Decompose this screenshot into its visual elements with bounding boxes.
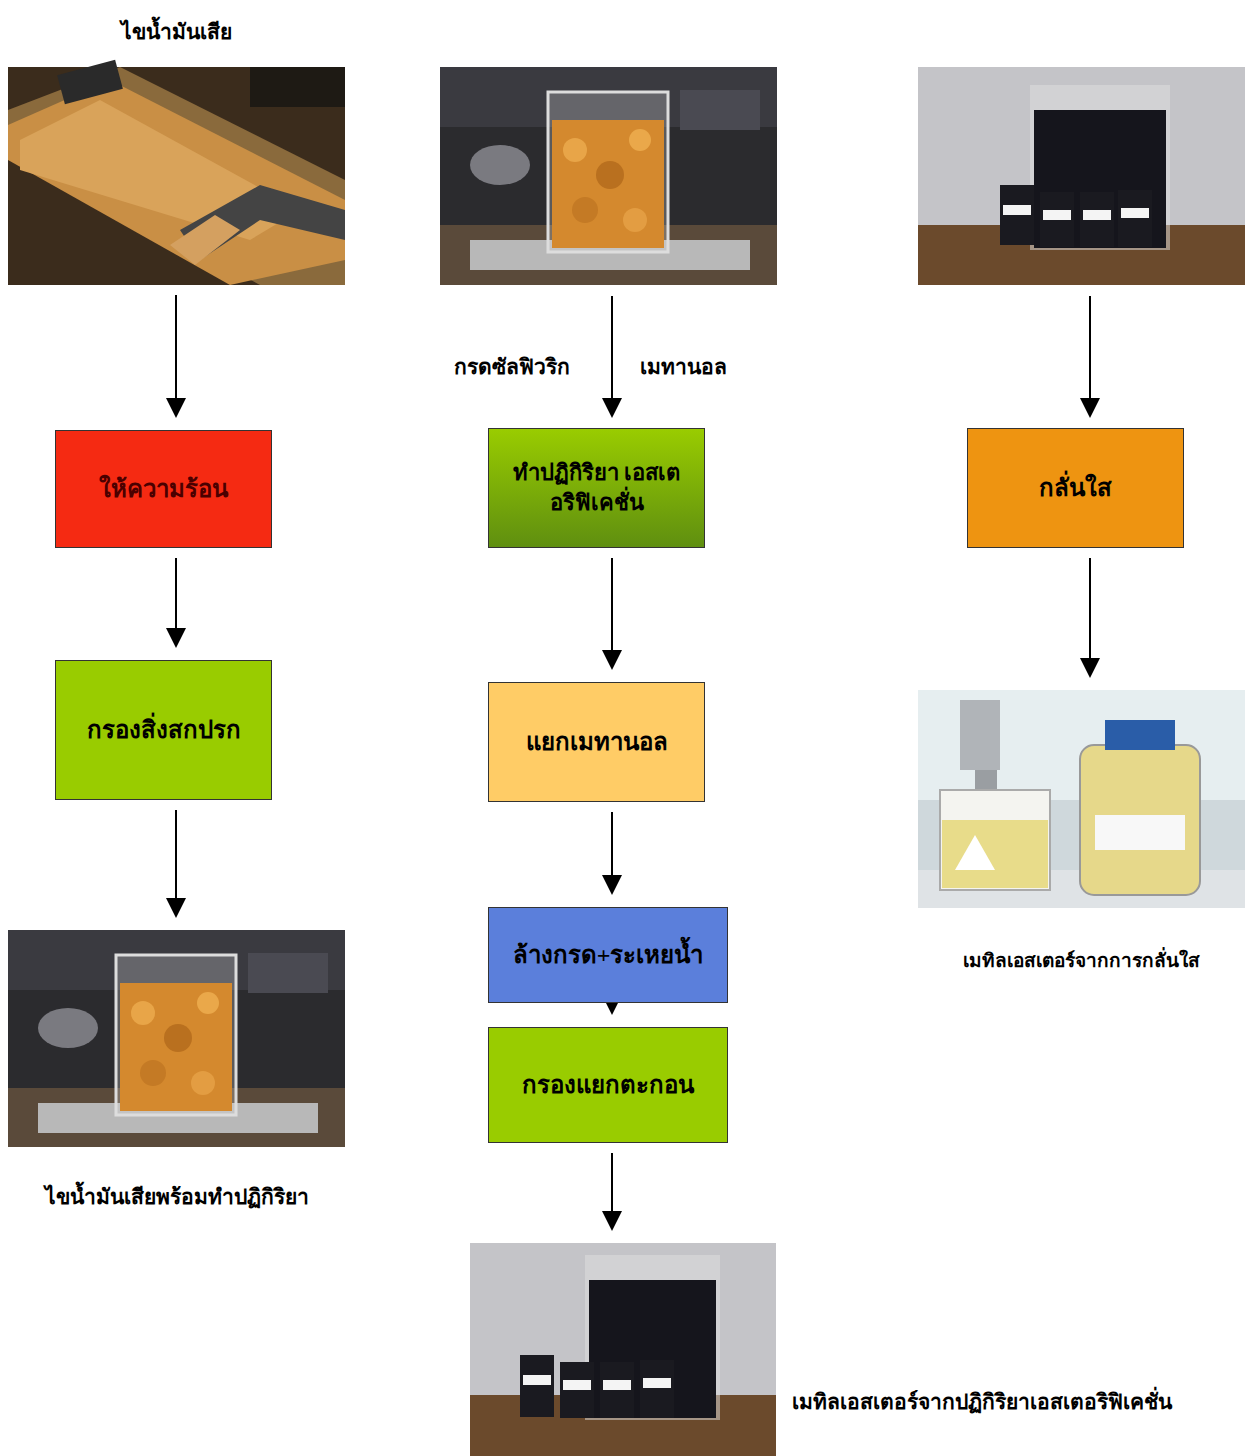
input-label: กรดซัลฟิวริก bbox=[452, 350, 572, 383]
flow-arrow bbox=[602, 558, 622, 670]
dark-ester-photo bbox=[918, 67, 1245, 285]
box-text: กลั่นใส bbox=[1039, 472, 1112, 504]
process-box: ให้ความร้อน bbox=[55, 430, 272, 548]
box-text: กรองสิ่งสกปรก bbox=[87, 714, 241, 746]
arrow-head bbox=[602, 875, 622, 895]
process-box: แยกเมทานอล bbox=[488, 682, 705, 802]
process-box: กรองแยกตะกอน bbox=[488, 1027, 728, 1143]
photo-caption: เมทิลเอสเตอร์จากการกลั่นใส bbox=[908, 945, 1252, 975]
grease-beaker-photo bbox=[8, 930, 345, 1147]
flow-arrow bbox=[166, 810, 186, 918]
clear-ester-photo bbox=[918, 690, 1245, 908]
process-box: กลั่นใส bbox=[967, 428, 1184, 548]
arrow-head bbox=[1080, 658, 1100, 678]
box-text: แยกเมทานอล bbox=[526, 726, 668, 758]
input-label: เมทานอล bbox=[638, 350, 729, 383]
grease-trough-photo bbox=[8, 60, 345, 285]
photo-frame: เมทิลเอสเตอร์จากการกลั่นใส bbox=[918, 690, 1245, 908]
flow-arrow bbox=[166, 295, 186, 418]
process-box: ล้างกรด+ระเหยน้ำ bbox=[488, 907, 728, 1003]
arrow-head bbox=[602, 1211, 622, 1231]
arrow-head bbox=[166, 398, 186, 418]
box-text: ทำปฏิกิริยา เอสเตอริฟิเคชั่น bbox=[509, 458, 684, 517]
process-box: ทำปฏิกิริยา เอสเตอริฟิเคชั่น bbox=[488, 428, 705, 548]
arrow-head bbox=[602, 650, 622, 670]
arrow-line bbox=[611, 558, 613, 652]
arrow-line bbox=[175, 558, 177, 630]
photo-caption: เมทิลเอสเตอร์จากปฏิกิริยาเอสเตอริฟิเคชั่… bbox=[792, 1385, 1242, 1418]
flow-arrow bbox=[602, 296, 1100, 418]
box-text: ให้ความร้อน bbox=[99, 473, 228, 505]
process-box: กรองสิ่งสกปรก bbox=[55, 660, 272, 800]
flow-arrow bbox=[602, 812, 622, 895]
dark-ester-photo bbox=[470, 1243, 776, 1456]
arrow-head bbox=[166, 628, 186, 648]
flow-arrow bbox=[602, 1153, 622, 1231]
photo-frame: ไขน้ำมันเสียพร้อมทำปฏิกิริยา bbox=[8, 930, 345, 1147]
box-text: กรองแยกตะกอน bbox=[522, 1069, 694, 1101]
arrow-line bbox=[1089, 558, 1091, 660]
arrow-line bbox=[175, 295, 177, 400]
arrow-head bbox=[166, 898, 186, 918]
box-text: ล้างกรด+ระเหยน้ำ bbox=[513, 939, 704, 971]
flow-arrow bbox=[166, 558, 186, 648]
grease-beaker-photo bbox=[440, 67, 777, 285]
photo-caption: ไขน้ำมันเสียพร้อมทำปฏิกิริยา bbox=[8, 1180, 345, 1213]
arrow-line bbox=[611, 812, 613, 877]
flow-arrow bbox=[1080, 558, 1100, 678]
photo-frame: ไขน้ำมันเสีย bbox=[8, 67, 345, 285]
photo-heading: ไขน้ำมันเสีย bbox=[8, 15, 345, 48]
arrow-line bbox=[175, 810, 177, 900]
arrow-line bbox=[611, 1153, 613, 1213]
photo-frame: เมทิลเอสเตอร์จากปฏิกิริยาเอสเตอริฟิเคชั่… bbox=[470, 1243, 776, 1456]
